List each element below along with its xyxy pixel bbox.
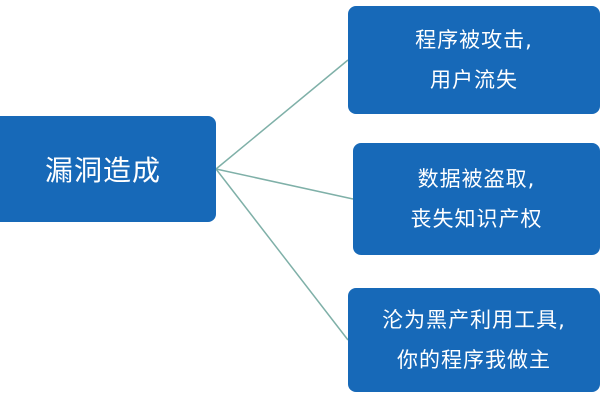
connector-to-branch-2: [215, 168, 354, 200]
branch-node-2-line-2: 丧失知识产权: [410, 207, 543, 231]
connector-to-branch-3: [215, 168, 349, 341]
branch-node-1-line-2: 用户流失: [430, 68, 518, 92]
root-node: 漏洞造成: [0, 116, 216, 222]
branch-node-2-line-1: 数据被盗取,: [417, 167, 536, 191]
branch-node-1: 程序被攻击, 用户流失: [348, 6, 600, 114]
branch-node-1-line-1: 程序被攻击,: [415, 28, 533, 52]
connector-to-branch-1: [215, 59, 349, 170]
branch-node-3-line-2: 你的程序我做主: [397, 348, 551, 372]
branch-node-3: 沦为黑产利用工具, 你的程序我做主: [348, 288, 600, 392]
branch-node-2: 数据被盗取, 丧失知识产权: [353, 143, 600, 255]
root-node-label: 漏洞造成: [44, 154, 161, 187]
branch-node-3-line-1: 沦为黑产利用工具,: [382, 308, 566, 332]
